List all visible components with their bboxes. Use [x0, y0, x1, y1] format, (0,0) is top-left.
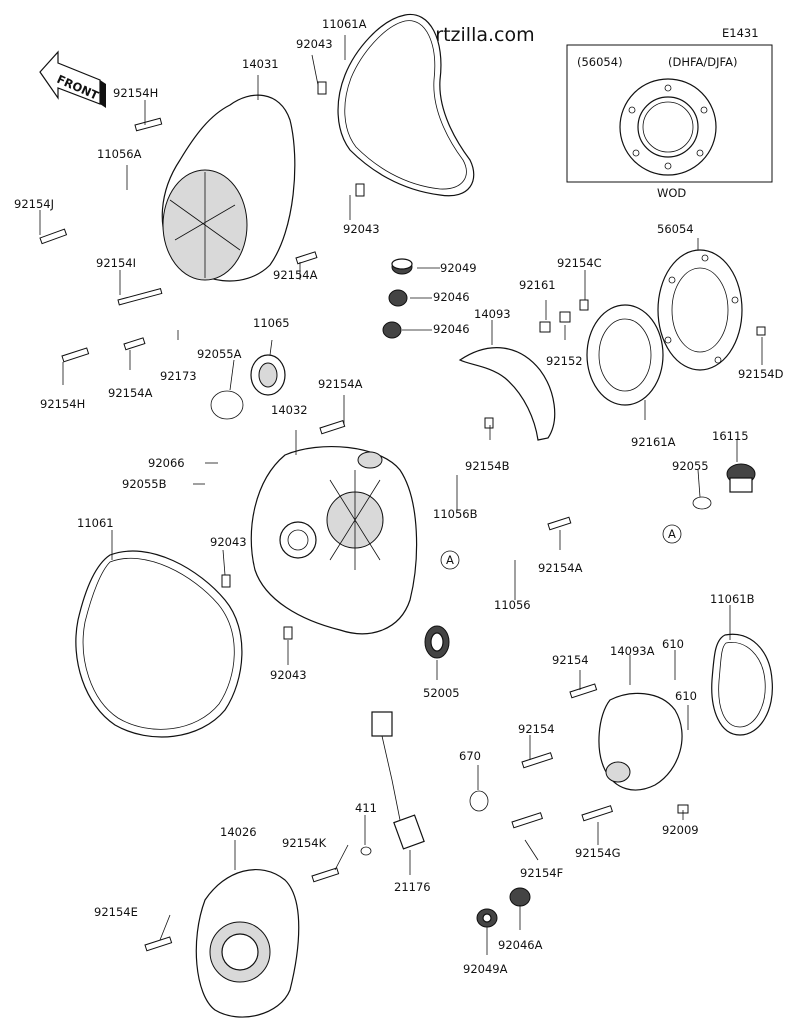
gasket-11061 [75, 550, 243, 738]
part-label-56054: 56054 [657, 222, 694, 236]
part-label-92055: 92055 [672, 459, 709, 473]
part-label-11065: 11065 [253, 316, 290, 330]
part-label-92154d: 92154D [738, 367, 784, 381]
part-label-92154e: 92154E [94, 905, 138, 919]
diagram-code: E1431 [722, 26, 759, 40]
part-label-92154k: 92154K [282, 836, 327, 850]
part-label-670: 670 [459, 749, 481, 763]
part-label-11061a: 11061A [322, 17, 367, 31]
part-label-16115: 16115 [712, 429, 749, 443]
gasket-11061b [711, 633, 773, 736]
inset-part-number: (56054) [577, 55, 623, 69]
part-label-92154h: 92154H [113, 86, 158, 100]
callout-a-1: A [440, 550, 460, 570]
part-label-92049: 92049 [440, 261, 477, 275]
svg-text:A: A [446, 553, 454, 567]
bushing-92049 [391, 258, 413, 275]
part-label-92154a: 92154A [538, 561, 583, 575]
part-label-11056: 11056 [494, 598, 531, 612]
part-label-92154a: 92154A [108, 386, 153, 400]
part-label-11056b: 11056B [433, 507, 478, 521]
generator-cover-14031 [161, 94, 296, 282]
svg-text:A: A [668, 527, 676, 541]
washer-411 [360, 846, 372, 856]
part-label-92152: 92152 [546, 354, 583, 368]
part-label-92043: 92043 [296, 37, 333, 51]
part-label-92154a: 92154A [273, 268, 318, 282]
oil-filler-plug-16115 [726, 463, 756, 493]
guard-14026 [195, 869, 300, 1018]
part-label-11061: 11061 [77, 516, 114, 530]
part-label-14032: 14032 [271, 403, 308, 417]
part-label-92173: 92173 [160, 369, 197, 383]
part-label-14093a: 14093A [610, 644, 655, 658]
part-label-92009: 92009 [662, 823, 699, 837]
part-label-92154g: 92154G [575, 846, 621, 860]
part-label-92046a: 92046A [498, 938, 543, 952]
part-label-11061b: 11061B [710, 592, 755, 606]
seal-52005 [424, 625, 450, 659]
part-label-411: 411 [355, 801, 377, 815]
bolts [39, 81, 766, 952]
inset-variant: (DHFA/DJFA) [668, 55, 737, 69]
part-label-92055b: 92055B [122, 477, 167, 491]
part-label-14026: 14026 [220, 825, 257, 839]
part-label-92055a: 92055A [197, 347, 242, 361]
bushing-92046-b [382, 321, 402, 339]
part-label-21176: 21176 [394, 880, 431, 894]
part-label-610: 610 [662, 637, 684, 651]
part-label-92154a: 92154A [318, 377, 363, 391]
part-label-92046: 92046 [433, 322, 470, 336]
bushing-92046a [509, 887, 531, 907]
part-label-11056a: 11056A [97, 147, 142, 161]
part-label-92154h: 92154H [40, 397, 85, 411]
part-label-92043: 92043 [210, 535, 247, 549]
clutch-cover-14032 [250, 446, 418, 635]
part-label-92161a: 92161A [631, 435, 676, 449]
sensor-21176 [371, 711, 425, 850]
bracket-14093 [458, 347, 556, 441]
part-label-92154b: 92154B [465, 459, 510, 473]
part-label-92161: 92161 [519, 278, 556, 292]
front-arrow-icon: FRONT [39, 50, 106, 108]
part-label-92049a: 92049A [463, 962, 508, 976]
part-label-92154: 92154 [518, 722, 555, 736]
callout-a-2: A [662, 524, 682, 544]
o-ring-670 [469, 790, 489, 812]
part-label-92154c: 92154C [557, 256, 602, 270]
part-label-92154j: 92154J [14, 197, 54, 211]
part-labels: 11061A920431403192154H11056A92154J92154I… [14, 17, 784, 976]
part-label-92154: 92154 [552, 653, 589, 667]
bushing-92049a [476, 908, 498, 928]
o-ring-92055a [210, 390, 244, 420]
part-label-92154i: 92154I [96, 256, 136, 270]
inset-note: WOD [657, 186, 686, 200]
leader-lines [39, 35, 763, 955]
oil-seal-11065 [250, 354, 286, 396]
bushing-92046 [388, 289, 408, 307]
part-label-610: 610 [675, 689, 697, 703]
cover-plate-56054 [657, 249, 743, 371]
part-label-52005: 52005 [423, 686, 460, 700]
part-label-14031: 14031 [242, 57, 279, 71]
inset-box: (56054) (DHFA/DJFA) WOD [566, 44, 773, 200]
gasket-11061a [337, 13, 475, 197]
part-label-92154f: 92154F [520, 866, 563, 880]
part-label-14093: 14093 [474, 307, 511, 321]
part-label-92066: 92066 [148, 456, 185, 470]
part-label-92043: 92043 [343, 222, 380, 236]
part-label-92046: 92046 [433, 290, 470, 304]
gasket-92161a [586, 304, 664, 406]
part-label-92043: 92043 [270, 668, 307, 682]
o-ring-92055 [692, 496, 712, 510]
